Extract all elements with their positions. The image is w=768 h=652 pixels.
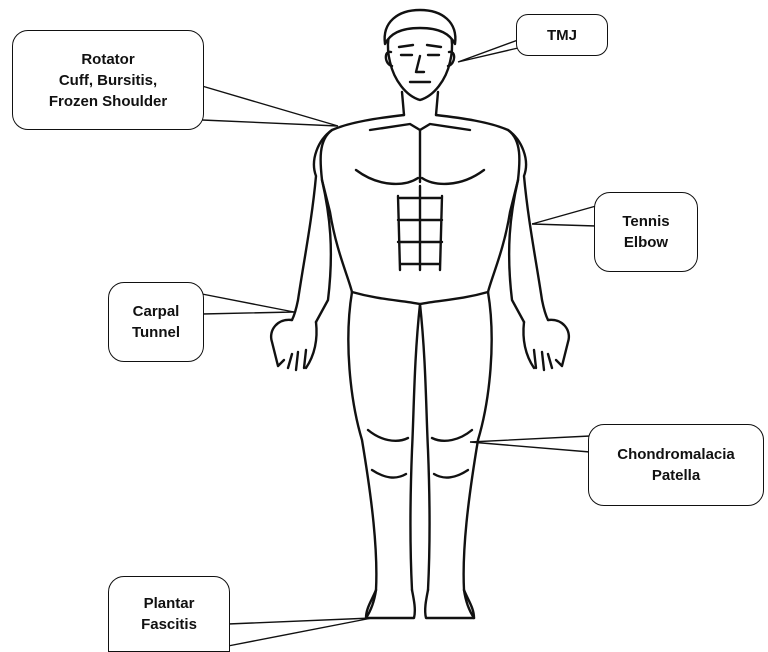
callout-carpal-label: Carpal Tunnel: [132, 301, 180, 343]
callout-chondro: Chondromalacia Patella: [588, 424, 764, 506]
eyebrows: [399, 45, 441, 47]
callout-tennis: Tennis Elbow: [594, 192, 698, 272]
leader-chondro: [470, 436, 590, 452]
callout-rotator: Rotator Cuff, Bursitis, Frozen Shoulder: [12, 30, 204, 130]
abs: [398, 186, 442, 270]
leader-carpal: [202, 294, 294, 314]
leg-right-outline: [464, 292, 492, 618]
hand-left: [271, 320, 316, 370]
arm-right: [508, 130, 548, 322]
callout-chondro-label: Chondromalacia Patella: [617, 444, 735, 486]
leader-tennis: [532, 206, 596, 226]
hand-right: [523, 320, 568, 370]
callout-rotator-label: Rotator Cuff, Bursitis, Frozen Shoulder: [49, 49, 167, 112]
callout-tmj: TMJ: [516, 14, 608, 56]
leader-rotator: [202, 86, 338, 126]
head-outline: [388, 22, 452, 100]
knee-left: [368, 430, 408, 477]
leg-left-outline: [348, 292, 376, 618]
callout-tennis-label: Tennis Elbow: [622, 211, 669, 253]
callout-plantar-label: Plantar Fascitis: [141, 593, 197, 635]
leg-inner: [411, 304, 430, 590]
arm-left: [292, 130, 332, 322]
callout-plantar: Plantar Fascitis: [108, 576, 230, 652]
callout-tmj-label: TMJ: [547, 25, 577, 46]
callout-carpal: Carpal Tunnel: [108, 282, 204, 362]
nose: [416, 56, 424, 72]
knee-right: [432, 430, 472, 477]
hair: [385, 10, 456, 44]
leader-plantar: [228, 618, 372, 646]
neck: [402, 92, 438, 115]
leader-tmj: [458, 40, 518, 62]
waist: [352, 292, 488, 304]
